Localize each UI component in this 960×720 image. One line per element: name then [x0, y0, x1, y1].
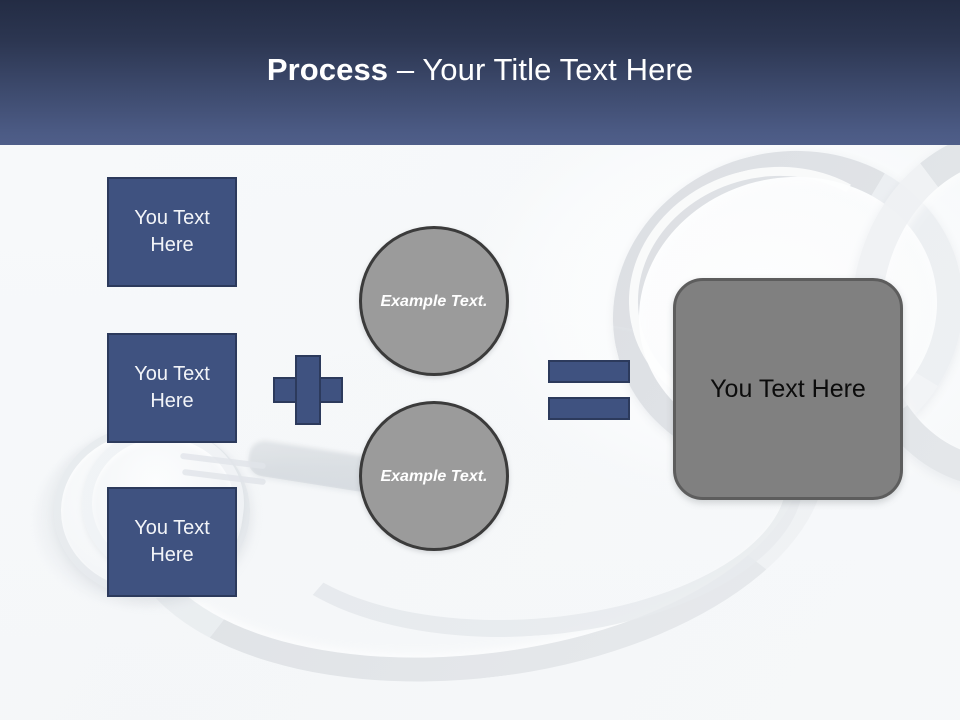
example-circle-2[interactable]: Example Text.	[359, 401, 509, 551]
equals-bar-bottom	[548, 397, 630, 420]
slide-title: Process – Your Title Text Here	[0, 52, 960, 88]
slide-header-bar: Process – Your Title Text Here	[0, 0, 960, 145]
equals-operator-icon	[548, 360, 630, 420]
result-box[interactable]: You Text Here	[673, 278, 903, 500]
slide-title-rest: – Your Title Text Here	[388, 52, 694, 87]
input-box-1-label: You Text Here	[134, 207, 210, 256]
example-circle-2-label: Example Text.	[380, 467, 488, 485]
input-box-3-label: You Text Here	[134, 517, 210, 566]
input-box-2[interactable]: You Text Here	[107, 333, 237, 443]
equals-bar-top	[548, 360, 630, 383]
example-circle-1-label: Example Text.	[380, 292, 488, 310]
input-box-1[interactable]: You Text Here	[107, 177, 237, 287]
slide-title-strong: Process	[266, 52, 389, 87]
input-box-3[interactable]: You Text Here	[107, 487, 237, 597]
plus-operator-icon	[273, 355, 343, 425]
plus-center-patch	[297, 379, 319, 401]
input-box-2-label: You Text Here	[134, 363, 210, 412]
result-box-label: You Text Here	[710, 375, 866, 403]
example-circle-1[interactable]: Example Text.	[359, 226, 509, 376]
